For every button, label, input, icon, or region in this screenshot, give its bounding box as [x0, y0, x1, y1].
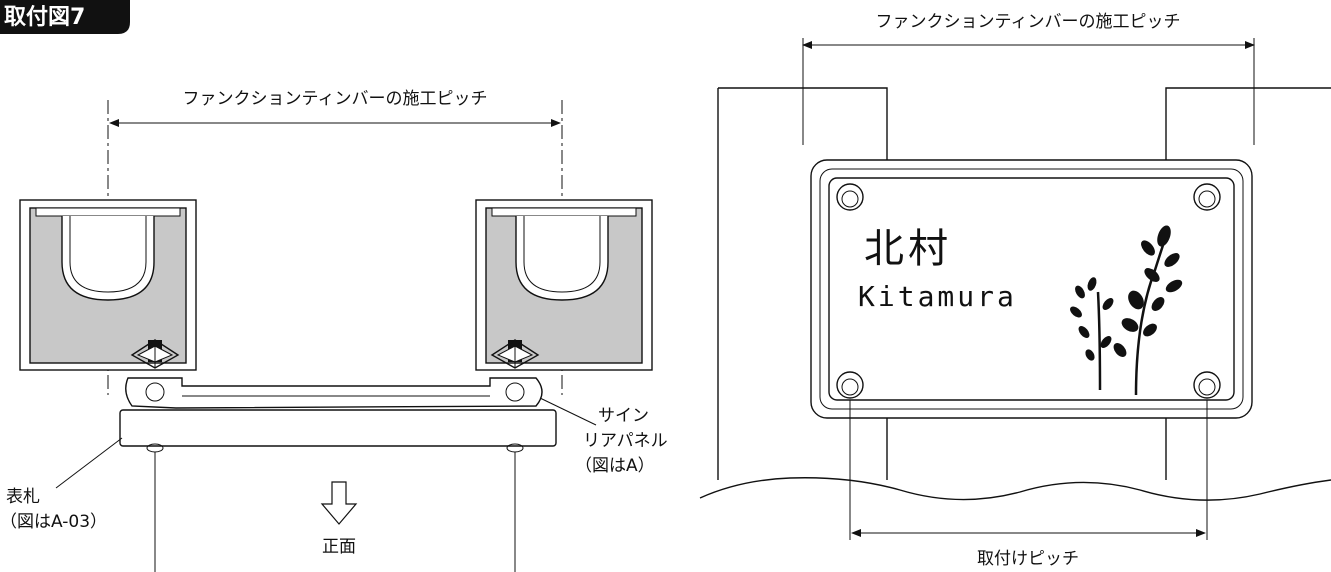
mount-pitch-label: 取付けピッチ [977, 549, 1079, 569]
nameplate-front: 北村 Kitamura [810, 159, 1253, 419]
screw-top-right-icon [1193, 183, 1221, 211]
nameplate-leader [55, 437, 123, 489]
front-label: 正面 [322, 537, 356, 557]
nameplate-side [119, 409, 557, 453]
left-plan-view: ファンクションティンバーの施工ピッチ [0, 89, 668, 572]
sign-rear-panel [125, 377, 543, 409]
sign-panel-label-line3: （図はA） [575, 456, 655, 476]
screw-top-left-icon [836, 183, 864, 211]
ground-break-line [699, 477, 1331, 501]
nameplate-label-line2: （図はA-03） [0, 512, 107, 532]
right-post [475, 199, 653, 371]
title-tab-label: 取付図7 [4, 5, 85, 30]
right-front-view: ファンクションティンバーの施工ピッチ [699, 12, 1331, 572]
sign-panel-label-line1: サイン [598, 406, 649, 426]
front-arrow-icon [320, 481, 358, 525]
title-tab: 取付図7 [0, 0, 130, 34]
sign-panel-leader [539, 397, 597, 426]
right-pitch-label: ファンクションティンバーの施工ピッチ [876, 12, 1181, 32]
plant-motif-icon [1070, 225, 1183, 396]
nameplate-en-name: Kitamura [858, 280, 1017, 313]
left-pitch-label: ファンクションティンバーの施工ピッチ [183, 89, 488, 109]
screw-bottom-right-icon [1193, 371, 1221, 399]
nameplate-label-line1: 表札 [6, 487, 40, 507]
sign-panel-label-line2: リアパネル [583, 431, 668, 451]
left-post [19, 199, 197, 371]
nameplate-jp-name: 北村 [864, 226, 952, 272]
screw-bottom-left-icon [836, 371, 864, 399]
